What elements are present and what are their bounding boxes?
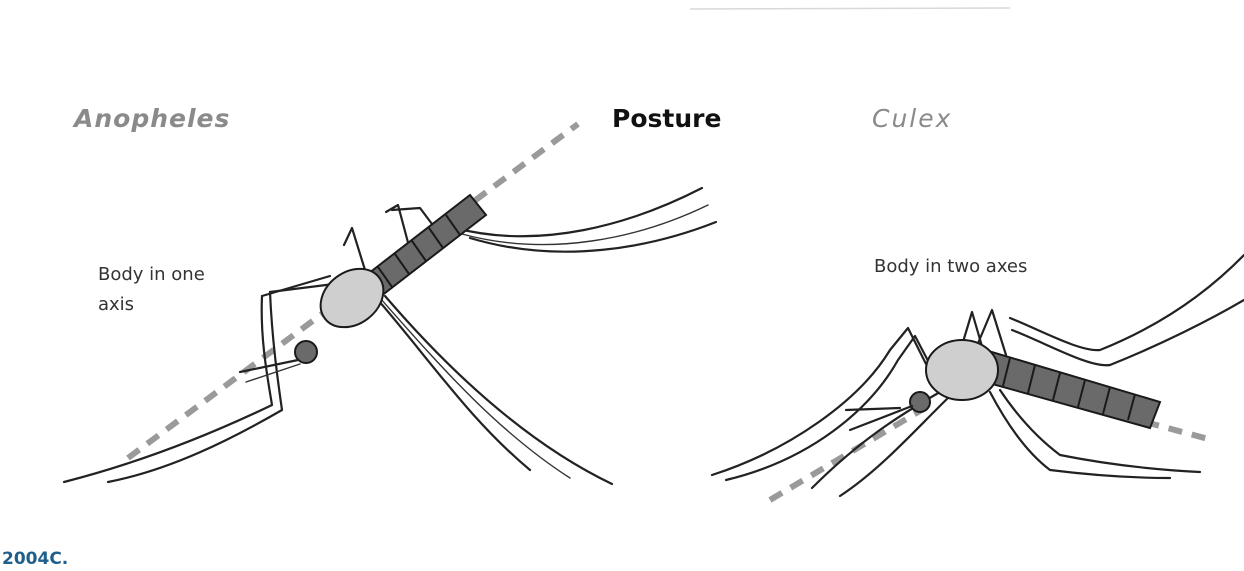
culex-mosquito-illustration <box>712 255 1244 500</box>
culex-title: Culex <box>872 104 952 133</box>
posture-title: Posture <box>612 104 721 133</box>
culex-body-note: Body in two axes <box>874 256 1027 277</box>
anopheles-title: Anopheles <box>74 104 230 133</box>
anopheles-body-note: Body in one axis <box>98 260 218 320</box>
figure-caption: 2004C. <box>2 549 68 569</box>
